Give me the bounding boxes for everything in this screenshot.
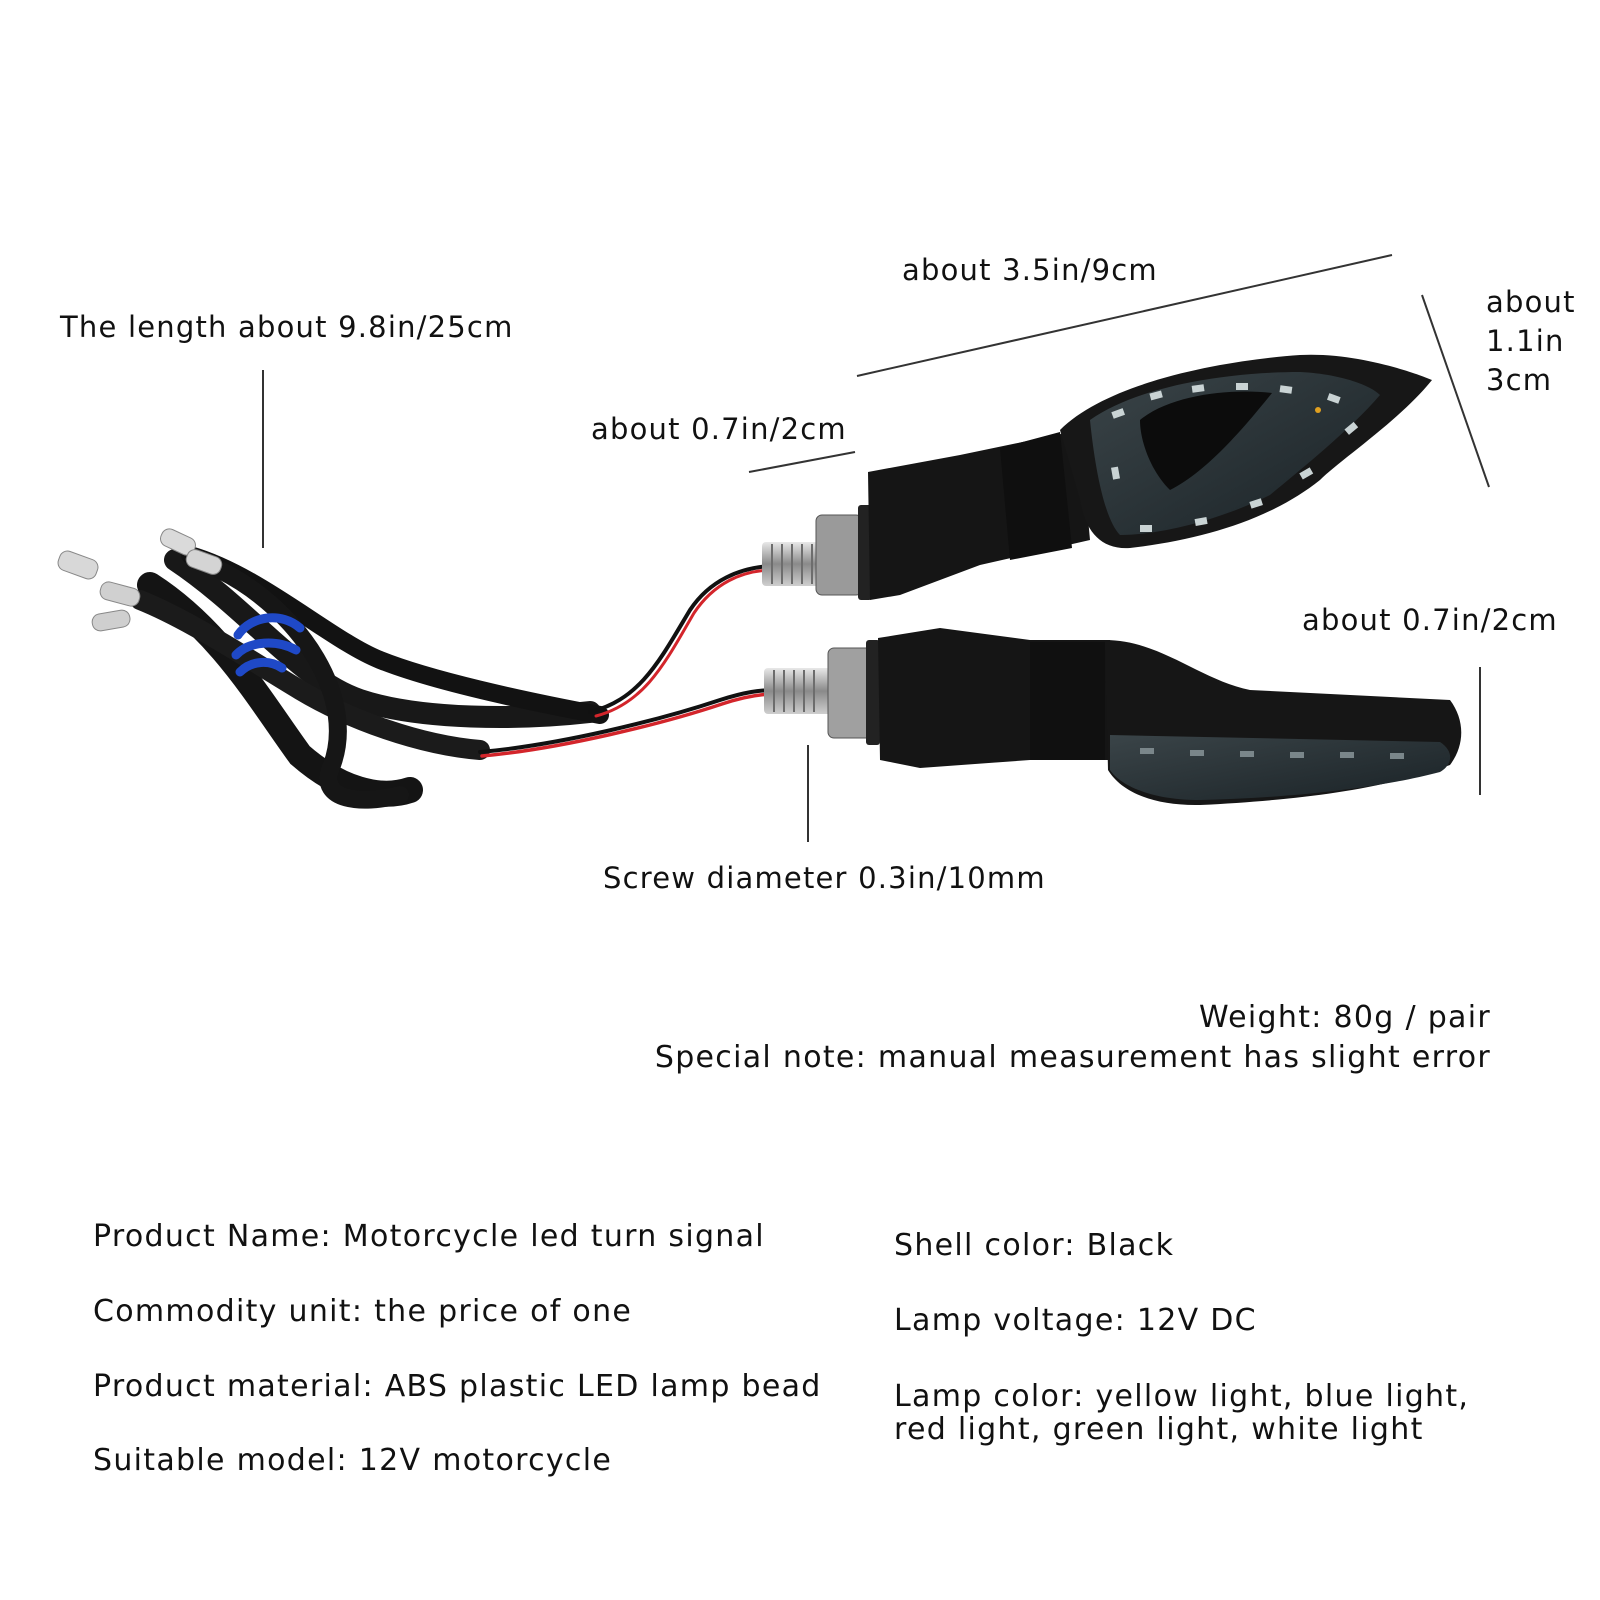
spec-product-material: Product material: ABS plastic LED lamp b… xyxy=(93,1369,822,1404)
spec-lamp-voltage: Lamp voltage: 12V DC xyxy=(894,1303,1257,1338)
dimension-lines xyxy=(262,254,1490,842)
connector-terminals xyxy=(57,528,223,632)
lamp-height-line-1: about xyxy=(1486,285,1576,319)
weight-note: Weight: 80g / pair xyxy=(1198,1000,1491,1035)
wire-harness xyxy=(130,546,777,809)
upper-turn-signal xyxy=(762,354,1432,600)
lamp-height-label: about 1.1in 3cm xyxy=(1486,283,1576,400)
lamp-height-line-3: 3cm xyxy=(1486,363,1553,397)
special-note: Special note: manual measurement has sli… xyxy=(654,1040,1491,1075)
spec-commodity-unit: Commodity unit: the price of one xyxy=(93,1294,633,1329)
neck-width-label: about 0.7in/2cm xyxy=(591,412,847,446)
spec-product-name: Product Name: Motorcycle led turn signal xyxy=(93,1219,765,1254)
spec-lamp-color-line-2: red light, green light, white light xyxy=(894,1412,1424,1447)
cable-tie xyxy=(231,613,305,677)
lower-lamp-width-label: about 0.7in/2cm xyxy=(1302,603,1558,637)
screw-diameter-label: Screw diameter 0.3in/10mm xyxy=(603,861,1046,895)
lamp-length-label: about 3.5in/9cm xyxy=(902,253,1158,287)
spec-shell-color: Shell color: Black xyxy=(894,1228,1175,1263)
lower-turn-signal xyxy=(764,628,1462,806)
spec-lamp-color-line-1: Lamp color: yellow light, blue light, xyxy=(894,1379,1470,1414)
total-length-label: The length about 9.8in/25cm xyxy=(60,310,514,344)
spec-suitable-model: Suitable model: 12V motorcycle xyxy=(93,1443,613,1478)
lamp-height-line-2: 1.1in xyxy=(1486,324,1565,358)
